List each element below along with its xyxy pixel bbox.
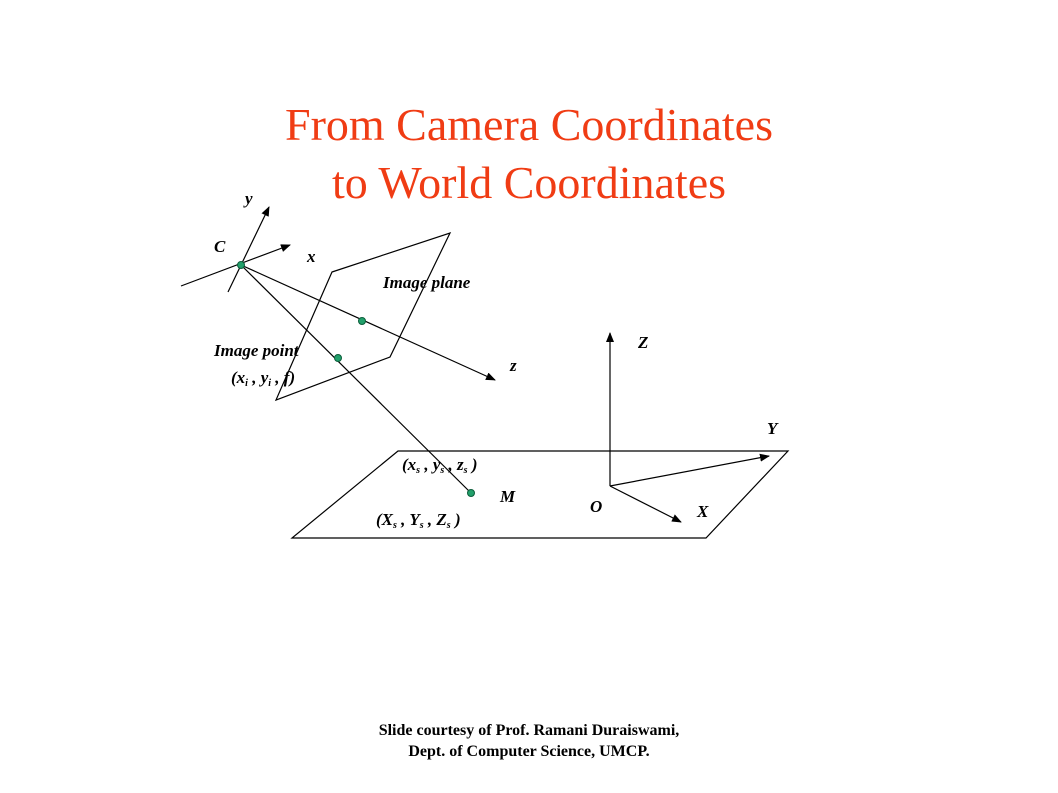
world-X-label: X (696, 502, 709, 521)
projection-ray (240, 264, 472, 494)
camera-center-label: C (214, 237, 226, 256)
camera-y-axis (227, 206, 270, 293)
scene-camera-coords: (xs , ys , zs ) (402, 455, 477, 476)
scene-point-M (467, 489, 475, 497)
image-point-coords: (xi , yi , f) (231, 368, 295, 389)
title-line-1: From Camera Coordinates (284, 99, 773, 150)
camera-z-axis (240, 264, 496, 381)
scene-world-coords: (Xs , Ys , Zs ) (376, 510, 461, 531)
camera-y-label: y (243, 189, 253, 208)
footer-line-1: Slide courtesy of Prof. Ramani Duraiswam… (378, 722, 680, 739)
image-plane-label: Image plane (382, 273, 471, 292)
camera-z-label: z (509, 356, 517, 375)
camera-x-label: x (306, 247, 316, 266)
title-line-2: to World Coordinates (331, 157, 727, 208)
footer-line-2: Dept. of Computer Science, UMCP. (408, 743, 650, 760)
principal-point (358, 317, 366, 325)
camera-center-point (237, 261, 245, 269)
world-Z-label: Z (637, 333, 648, 352)
image-point (334, 354, 342, 362)
world-Y-axis (609, 453, 770, 487)
scene-point-label: M (499, 487, 516, 506)
world-ground-plane (290, 450, 790, 539)
world-Y-label: Y (767, 419, 779, 438)
world-X-axis (609, 485, 682, 523)
image-point-label: Image point (213, 341, 300, 360)
slide-footer: Slide courtesy of Prof. Ramani Duraiswam… (0, 720, 1058, 762)
slide-title: From Camera Coordinates to World Coordin… (0, 96, 1058, 212)
camera-x-axis (180, 244, 291, 287)
world-origin-label: O (590, 497, 602, 516)
image-plane (274, 231, 452, 402)
